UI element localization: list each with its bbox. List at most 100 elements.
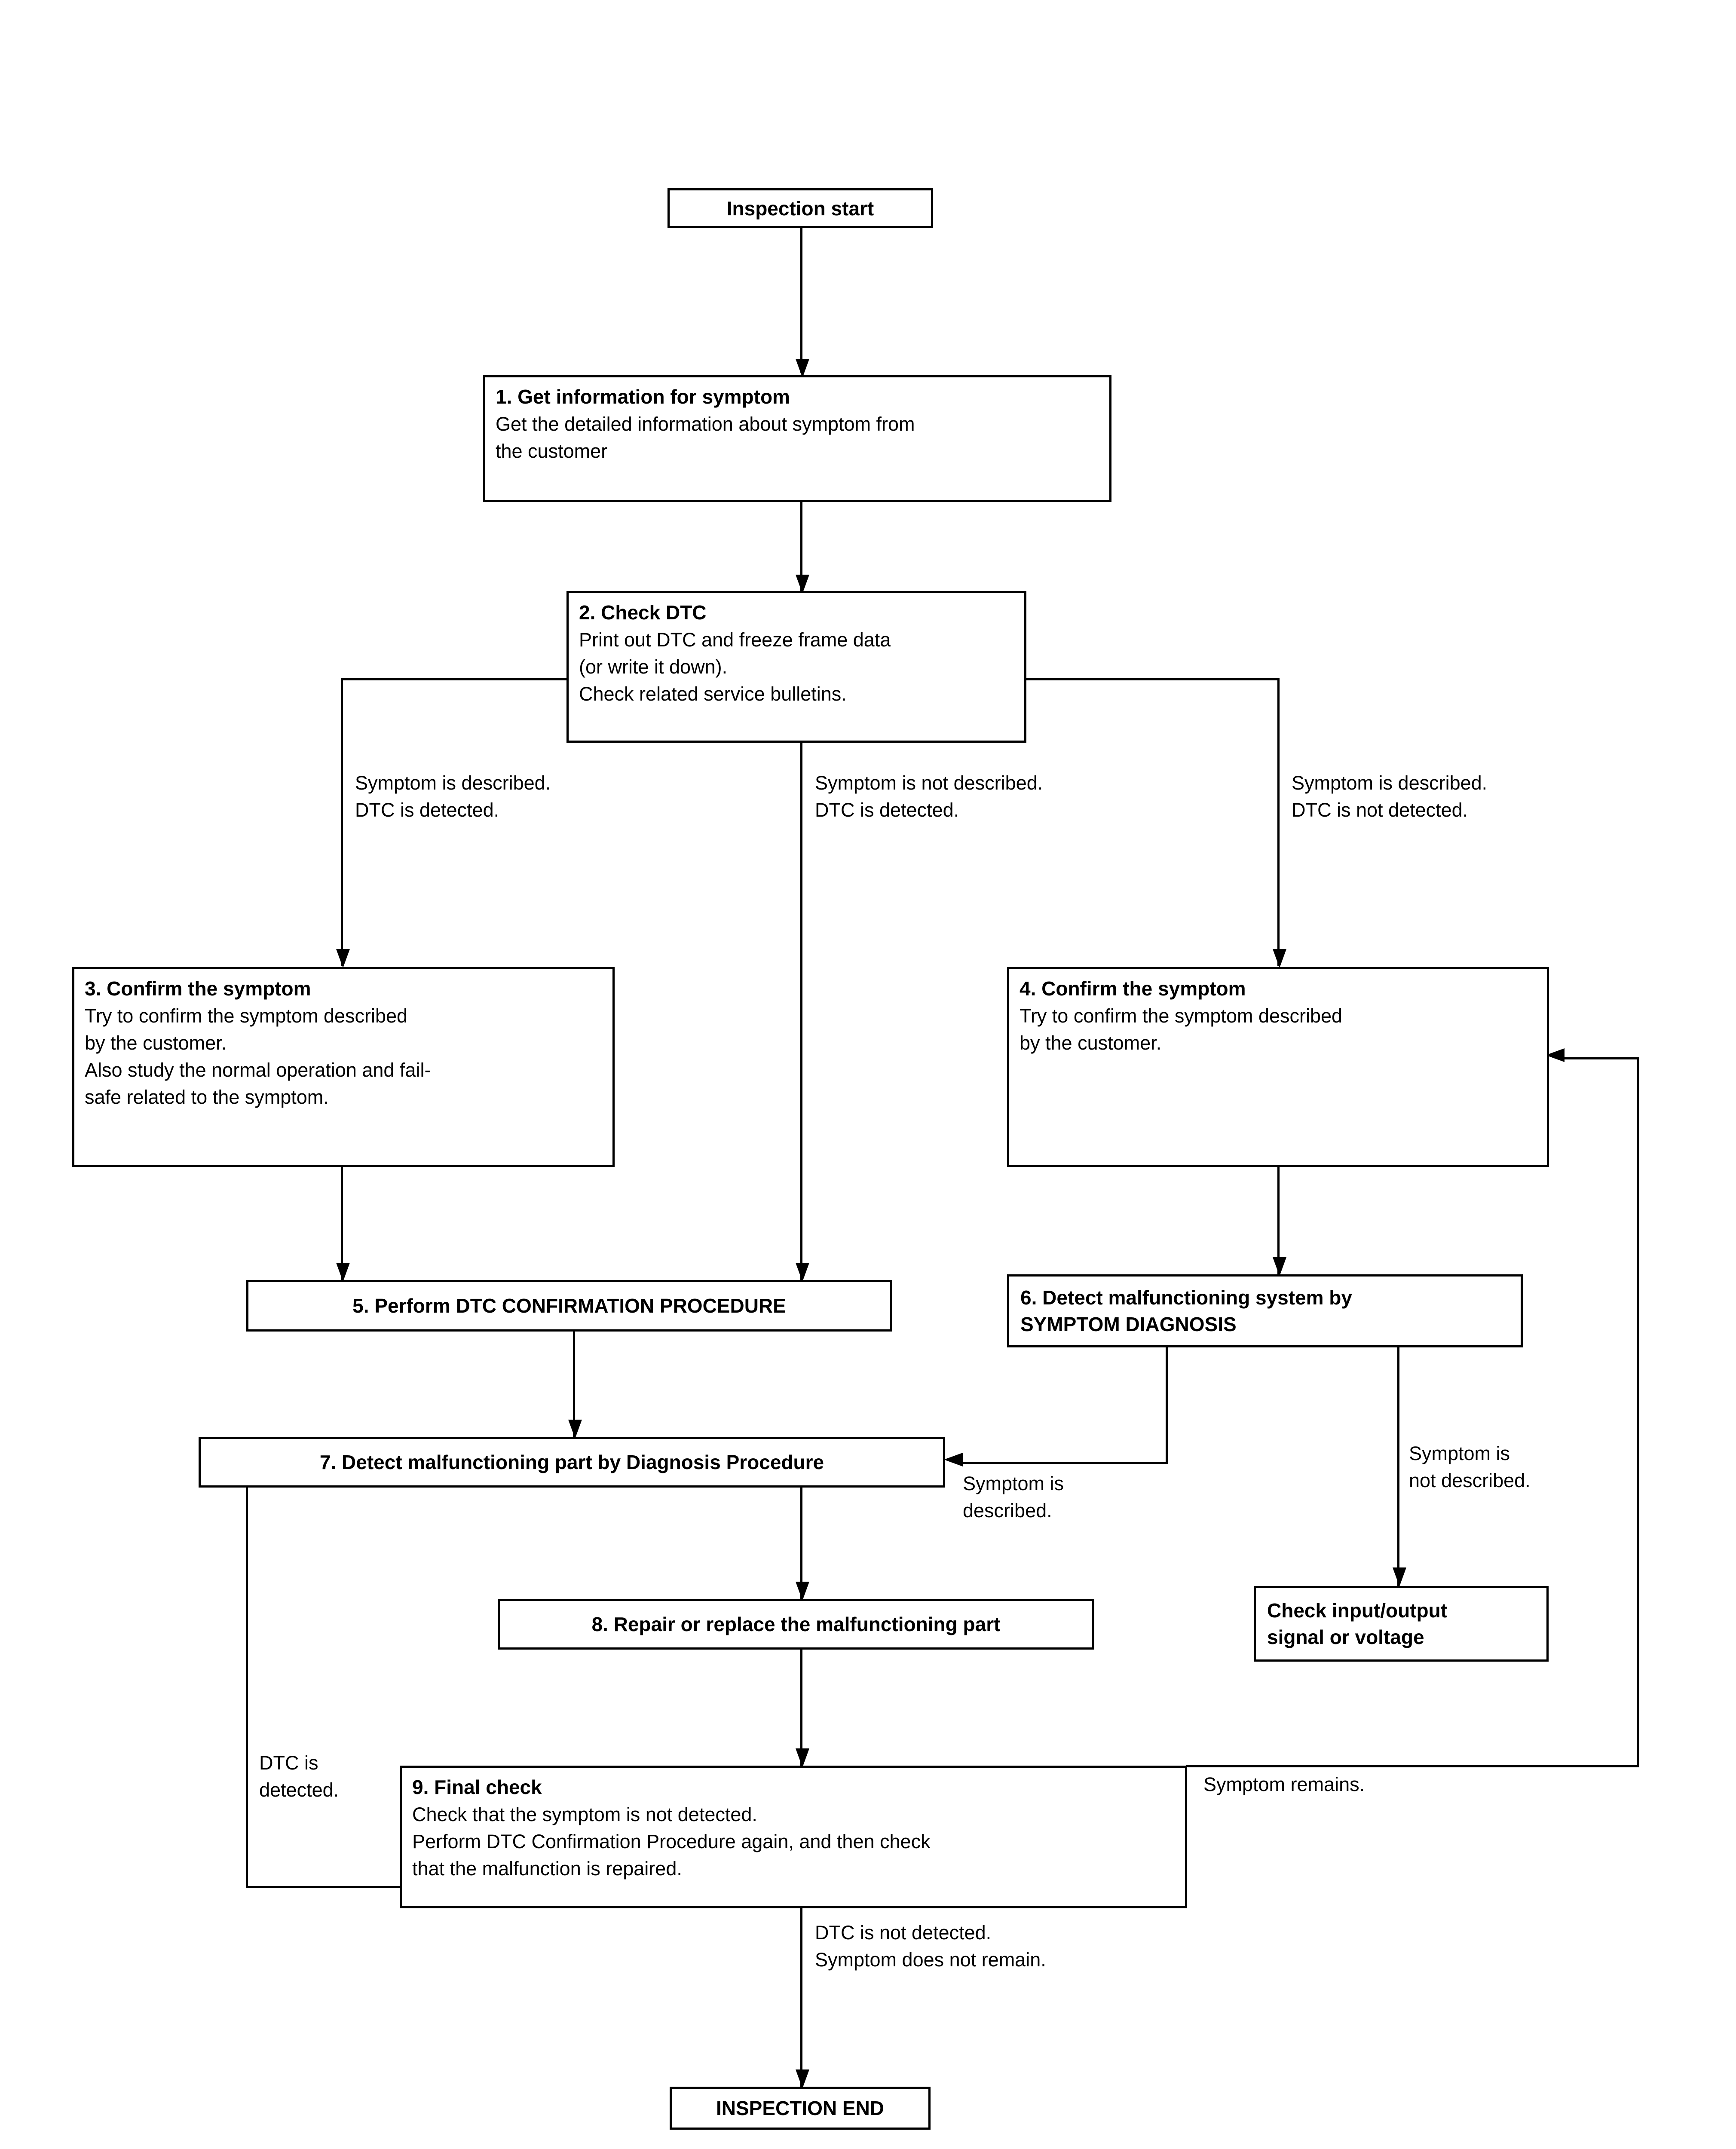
node-inspection-start-label: Inspection start [726,197,874,220]
connector-step2-left-vertical [341,678,343,966]
node-step3-line-4: safe related to the symptom. [85,1086,329,1108]
edge-label-final-ok-line-2: Symptom does not remain. [815,1949,1046,1971]
node-step6-line-1: 6. Detect malfunctioning system by [1020,1286,1352,1309]
node-step4-line-2: by the customer. [1020,1032,1162,1054]
node-step8-label: 8. Repair or replace the malfunctioning … [591,1613,1001,1635]
node-step2[interactable]: 2. Check DTC Print out DTC and freeze fr… [566,591,1026,743]
node-step6-line-2: SYMPTOM DIAGNOSIS [1020,1313,1237,1335]
node-step1-line-1: Get the detailed information about sympt… [496,413,915,435]
arrowhead-step8-to-step9 [796,1748,809,1767]
node-step4-inner: 4. Confirm the symptom Try to confirm th… [1009,969,1547,1062]
arrowhead-step7-to-step8 [796,1582,809,1601]
edge-label-branch-right-line-1: Symptom is described. [1292,772,1488,794]
edge-label-not-described-line-2: not described. [1409,1469,1531,1491]
connector-step6-to-step7-horizontal [963,1462,1168,1464]
connector-step8-to-step9 [800,1650,802,1766]
connector-step9-right-horizontal [1186,1765,1639,1767]
node-step9-title: 9. Final check [412,1776,542,1798]
edge-label-dtc-detected: DTC is detected. [259,1749,339,1803]
node-step2-title: 2. Check DTC [579,601,707,624]
connector-symptom-remains-vertical [1637,1057,1639,1766]
edge-label-branch-left-line-2: DTC is detected. [355,799,499,821]
edge-label-branch-left-line-1: Symptom is described. [355,772,551,794]
node-step3-title: 3. Confirm the symptom [85,977,311,1000]
edge-label-branch-mid: Symptom is not described. DTC is detecte… [815,769,1043,823]
node-step7-label: 7. Detect malfunctioning part by Diagnos… [319,1451,824,1473]
node-step3-line-2: by the customer. [85,1032,227,1054]
edge-label-symptom-remains-line-1: Symptom remains. [1203,1773,1365,1795]
node-step7-inner: 7. Detect malfunctioning part by Diagnos… [201,1439,943,1485]
node-step1-title: 1. Get information for symptom [496,386,790,408]
node-step5-inner: 5. Perform DTC CONFIRMATION PROCEDURE [248,1282,890,1329]
node-step2-line-3: Check related service bulletins. [579,683,847,705]
edge-label-branch-mid-line-2: DTC is detected. [815,799,959,821]
node-check-io-line-2: signal or voltage [1267,1626,1424,1648]
connector-step6-down [1166,1347,1168,1462]
node-step1-line-2: the customer [496,440,608,462]
node-check-input-output-inner: Check input/output signal or voltage [1256,1588,1546,1659]
edge-label-six-to-seven-line-2: described. [963,1500,1052,1521]
arrowhead-step9-to-end [796,2069,809,2088]
connector-step3-to-step5 [341,1167,343,1280]
connector-step2-right-vertical [1277,678,1280,966]
node-step9-inner: 9. Final check Check that the symptom is… [402,1768,1185,1888]
arrowhead-to-check-io [1393,1567,1406,1586]
connector-step5-to-step7 [573,1332,575,1437]
connector-step2-left-horizontal [341,678,577,680]
node-check-input-output[interactable]: Check input/output signal or voltage [1254,1586,1549,1662]
edge-label-branch-mid-line-1: Symptom is not described. [815,772,1043,794]
edge-label-six-to-seven: Symptom is described. [963,1470,1064,1524]
connector-step9-to-end [800,1895,802,2093]
node-step9[interactable]: 9. Final check Check that the symptom is… [400,1766,1187,1908]
edge-label-dtc-detected-line-1: DTC is [259,1752,318,1774]
node-step6-inner: 6. Detect malfunctioning system by SYMPT… [1009,1277,1521,1345]
node-inspection-end-inner: INSPECTION END [672,2089,928,2128]
connector-step9-loopback-vertical [246,1470,248,1887]
node-step7[interactable]: 7. Detect malfunctioning part by Diagnos… [199,1437,945,1488]
edge-label-final-ok-line-1: DTC is not detected. [815,1922,992,1944]
arrowhead-start-to-step1 [796,359,809,378]
node-step4-line-1: Try to confirm the symptom described [1020,1005,1343,1027]
connector-step4-to-step6 [1277,1167,1280,1274]
arrowhead-step6-to-step7 [944,1453,963,1466]
connector-step9-left-horizontal [246,1886,404,1888]
edge-label-not-described-line-1: Symptom is [1409,1442,1510,1464]
node-step3[interactable]: 3. Confirm the symptom Try to confirm th… [72,967,615,1167]
edge-label-dtc-detected-line-2: detected. [259,1779,339,1801]
node-step8[interactable]: 8. Repair or replace the malfunctioning … [498,1599,1094,1650]
node-step3-line-3: Also study the normal operation and fail… [85,1059,431,1081]
node-inspection-start[interactable]: Inspection start [667,188,933,228]
connector-step6-right-down [1397,1347,1399,1586]
node-step2-inner: 2. Check DTC Print out DTC and freeze fr… [569,593,1024,713]
node-step3-inner: 3. Confirm the symptom Try to confirm th… [74,969,612,1117]
node-step9-line-2: Perform DTC Confirmation Procedure again… [412,1831,931,1852]
arrowhead-step2-to-step5 [796,1263,809,1282]
connector-step7-to-step8 [800,1487,802,1599]
edge-label-six-to-seven-line-1: Symptom is [963,1472,1064,1494]
node-step6-text: 6. Detect malfunctioning system by SYMPT… [1020,1284,1352,1338]
node-step4-title: 4. Confirm the symptom [1020,977,1246,1000]
node-inspection-end-label: INSPECTION END [716,2097,885,2119]
node-step1[interactable]: 1. Get information for symptom Get the d… [483,375,1111,502]
node-inspection-end[interactable]: INSPECTION END [670,2087,931,2130]
node-step9-line-1: Check that the symptom is not detected. [412,1803,757,1825]
node-step8-inner: 8. Repair or replace the malfunctioning … [500,1601,1092,1647]
node-step2-line-2: (or write it down). [579,656,728,678]
arrowhead-step1-to-step2 [796,575,809,594]
node-step6[interactable]: 6. Detect malfunctioning system by SYMPT… [1007,1274,1523,1347]
edge-label-branch-left: Symptom is described. DTC is detected. [355,769,551,823]
node-inspection-start-inner: Inspection start [670,190,931,226]
node-step5[interactable]: 5. Perform DTC CONFIRMATION PROCEDURE [246,1280,892,1332]
edge-label-branch-right-line-2: DTC is not detected. [1292,799,1468,821]
arrowhead-step5-to-step7 [568,1420,582,1439]
edge-label-not-described: Symptom is not described. [1409,1440,1531,1494]
connector-start-to-step1 [800,227,802,373]
arrowhead-step2-to-step4 [1273,949,1286,968]
connector-step2-right-horizontal [1026,678,1280,680]
arrowhead-step2-to-step3 [336,949,350,968]
edge-label-final-ok: DTC is not detected. Symptom does not re… [815,1919,1046,1973]
edge-label-symptom-remains: Symptom remains. [1203,1771,1365,1798]
node-step4[interactable]: 4. Confirm the symptom Try to confirm th… [1007,967,1549,1167]
connector-step1-to-step2 [800,500,802,629]
